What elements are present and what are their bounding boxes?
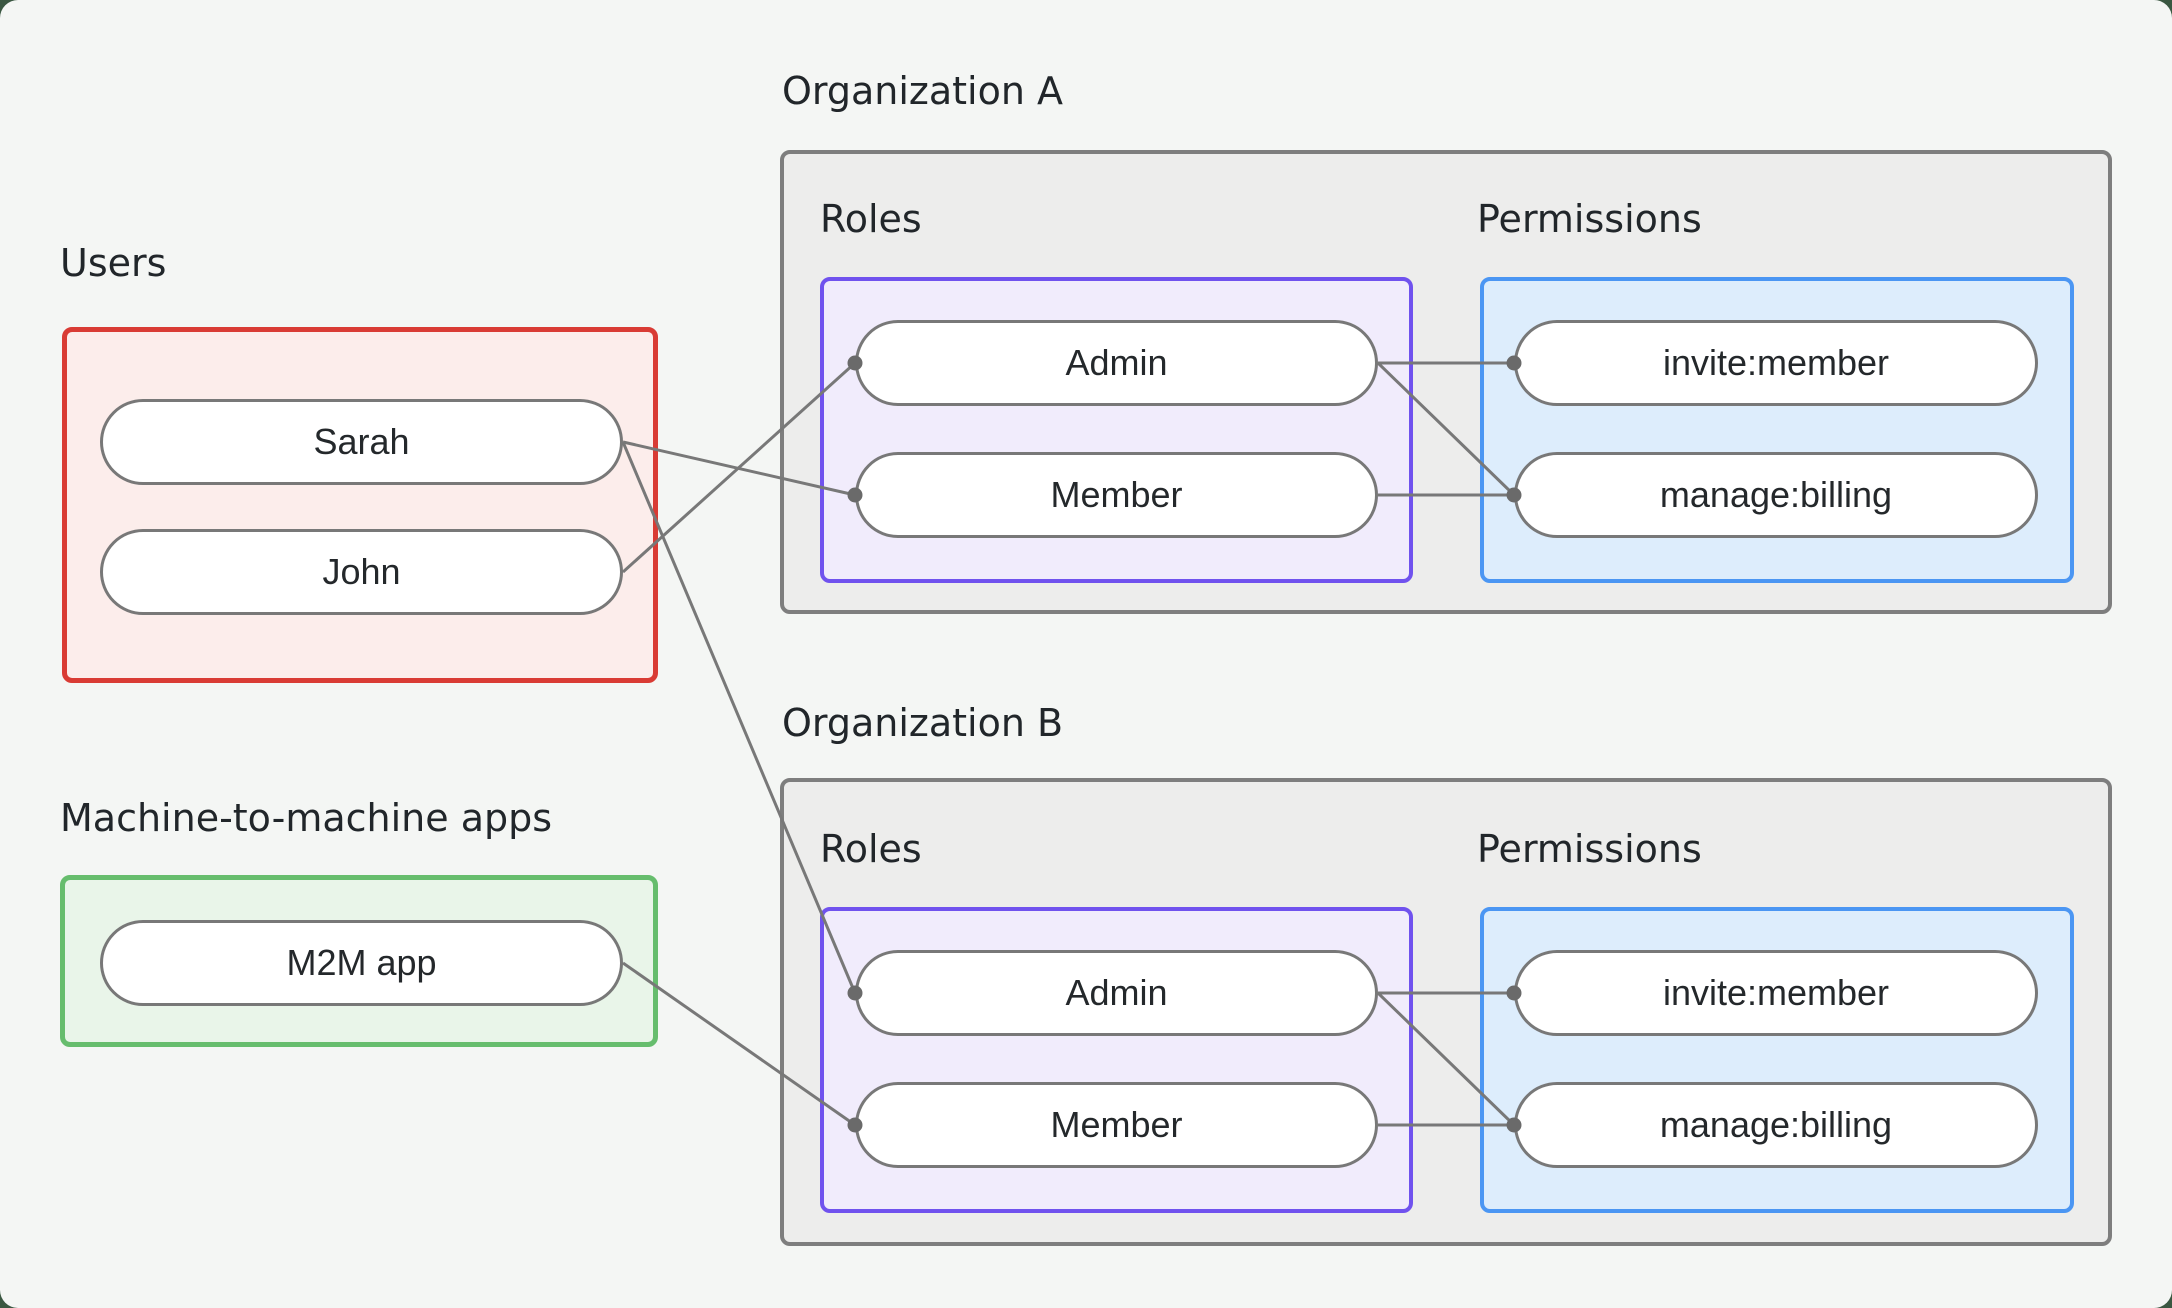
org-a-permissions-label: Permissions xyxy=(1477,197,1702,241)
org-b-role-admin-label: Admin xyxy=(1065,972,1168,1013)
users-label: Users xyxy=(60,241,167,285)
org-b-role-node-member: Member xyxy=(855,1082,1378,1168)
org-a-role-member-label: Member xyxy=(1050,474,1183,515)
org-b-role-member-label: Member xyxy=(1050,1104,1183,1145)
user-node-john: John xyxy=(100,529,623,615)
user-node-sarah: Sarah xyxy=(100,399,623,485)
org-b-title: Organization B xyxy=(782,701,1064,745)
m2m-app-node-label: M2M app xyxy=(286,942,437,983)
org-b-role-node-admin: Admin xyxy=(855,950,1378,1036)
users-group-box xyxy=(62,327,658,683)
org-b-permission-node-manage: manage:billing xyxy=(1514,1082,2038,1168)
org-a-title: Organization A xyxy=(782,69,1064,113)
m2m-app-node: M2M app xyxy=(100,920,623,1006)
org-b-permissions-label: Permissions xyxy=(1477,827,1702,871)
user-node-sarah-label: Sarah xyxy=(313,421,410,462)
m2m-label: Machine-to-machine apps xyxy=(60,796,553,840)
org-a-permission-node-invite: invite:member xyxy=(1514,320,2038,406)
org-a-permission-node-manage: manage:billing xyxy=(1514,452,2038,538)
user-node-john-label: John xyxy=(322,551,401,592)
org-b-permission-node-invite: invite:member xyxy=(1514,950,2038,1036)
org-b-permission-manage-label: manage:billing xyxy=(1659,1104,1893,1145)
org-a-role-admin-label: Admin xyxy=(1065,342,1168,383)
org-a-permission-manage-label: manage:billing xyxy=(1659,474,1893,515)
org-a-role-node-admin: Admin xyxy=(855,320,1378,406)
org-b-roles-label: Roles xyxy=(820,827,922,871)
org-a-role-node-member: Member xyxy=(855,452,1378,538)
org-a-roles-label: Roles xyxy=(820,197,922,241)
org-a-permission-invite-label: invite:member xyxy=(1662,342,1890,383)
org-b-permission-invite-label: invite:member xyxy=(1662,972,1890,1013)
